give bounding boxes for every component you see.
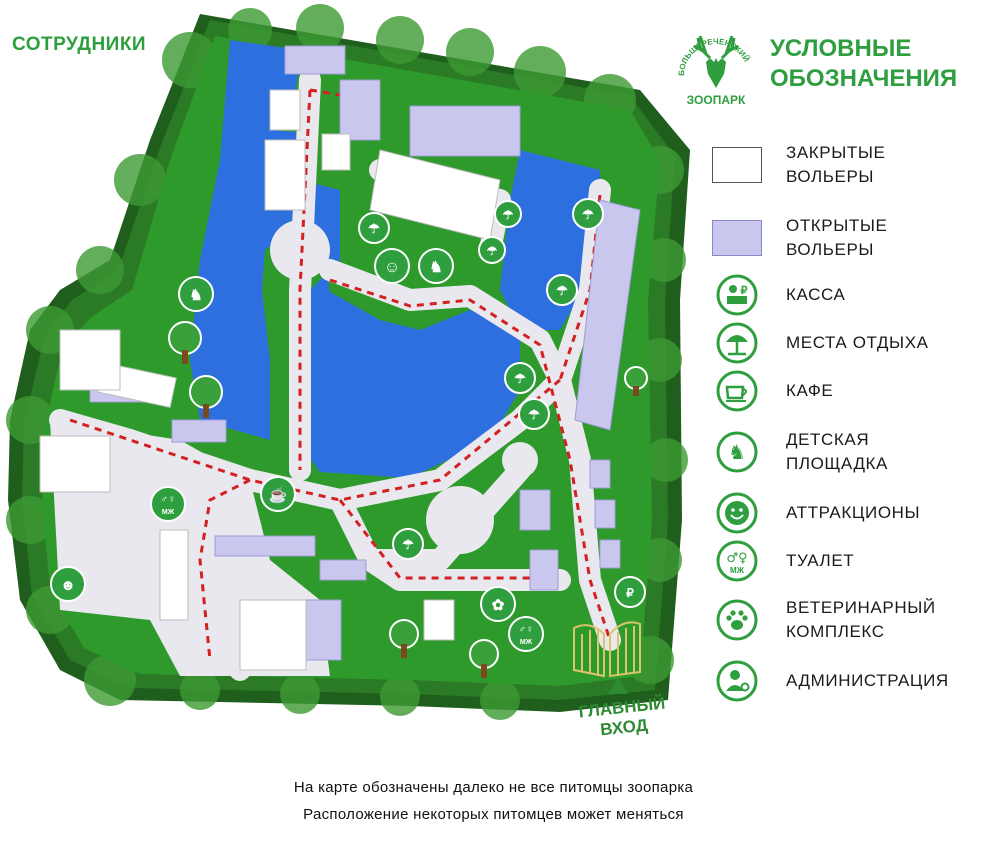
svg-text:☂: ☂ [528,407,540,422]
toilet-marker: ♂♀ МЖ [150,486,186,522]
legend-cashier: ₽ КАССА [712,274,982,316]
svg-text:☂: ☂ [503,208,514,222]
administration-marker: ☻ [50,566,86,602]
closed-enclosure-swatch [712,147,762,183]
legend-playground: ♞ ДЕТСКАЯ ПЛОЩАДКА [712,428,982,476]
svg-text:МЖ: МЖ [520,639,533,646]
deer-head-icon [693,35,739,88]
svg-text:₽: ₽ [626,586,634,600]
legend-closed-enclosures: ЗАКРЫТЫЕ ВОЛЬЕРЫ [712,141,982,189]
smiley-icon [716,492,758,534]
veterinary-marker: ✿ [480,586,516,622]
svg-text:☂: ☂ [402,537,414,552]
footer-note-2: Расположение некоторых питомцев может ме… [303,806,684,823]
svg-text:✿: ✿ [492,597,505,614]
open-enclosure-swatch [712,220,762,256]
rocking-horse-icon: ♞ [716,431,758,473]
svg-text:₽: ₽ [741,285,748,297]
legend-title: УСЛОВНЫЕ ОБОЗНАЧЕНИЯ [770,35,958,92]
legend-rest-areas: МЕСТА ОТДЫХА [712,322,982,364]
svg-text:☕: ☕ [269,485,288,504]
cafe-marker: ☕ [260,476,296,512]
svg-text:♞: ♞ [189,287,202,304]
svg-text:МЖ: МЖ [730,566,745,575]
svg-text:♂♀: ♂♀ [726,551,747,566]
logo-bottom-text: ЗООПАРК [687,93,746,107]
svg-text:♂♀: ♂♀ [519,624,534,635]
zoo-map: ♞ ♞ ☺ ☂ ☂ ☂ ☂ ☂ ☂ ☂ ☂ ☕ ♂♀ МЖ ♂♀ МЖ ✿ ☻ ₽ [6,4,690,720]
svg-text:☂: ☂ [582,207,594,222]
footer-note-1: На карте обозначены далеко не все питомц… [293,779,694,796]
rest-area-marker: ☂ [518,398,550,430]
svg-text:☻: ☻ [60,577,76,594]
svg-text:☂: ☂ [514,371,526,386]
svg-text:☂: ☂ [487,244,498,258]
entrance-arrow-icon [608,678,628,694]
trees [168,321,648,678]
closed-enclosures [39,89,501,671]
attractions-marker: ☺ [374,248,410,284]
playground-marker: ♞ [418,248,454,284]
coffee-cup-icon [716,370,758,412]
zoo-logo: БОЛЬШЕРЕЧЕНСКИЙ ЗООПАРК [677,35,751,107]
cashier-marker: ₽ [614,576,646,608]
poi-markers: ♞ ♞ ☺ ☂ ☂ ☂ ☂ ☂ ☂ ☂ ☂ ☕ ♂♀ МЖ ♂♀ МЖ ✿ ☻ ₽ [50,198,646,652]
legend-veterinary: ВЕТЕРИНАРНЫЙ КОМПЛЕКС [712,596,982,644]
cashier-icon: ₽ [716,274,758,316]
playground-marker: ♞ [178,276,214,312]
legend-open-enclosures: ОТКРЫТЫЕ ВОЛЬЕРЫ [712,214,982,262]
svg-text:♂♀: ♂♀ [161,494,176,505]
rest-area-marker: ☂ [494,200,522,228]
rest-area-marker: ☂ [504,362,536,394]
rest-area-marker: ☂ [572,198,604,230]
svg-text:☂: ☂ [556,283,568,298]
toilet-icon: ♂♀МЖ [716,540,758,582]
toilet-marker: ♂♀ МЖ [508,616,544,652]
legend-toilet: ♂♀МЖ ТУАЛЕТ [712,540,982,582]
umbrella-icon [716,322,758,364]
staff-label: СОТРУДНИКИ [12,34,147,55]
main-gate [573,621,641,678]
svg-text:☺: ☺ [384,259,400,276]
rest-area-marker: ☂ [478,236,506,264]
legend-attractions: АТТРАКЦИОНЫ [712,492,982,534]
legend-cafe: КАФЕ [712,370,982,412]
rest-area-marker: ☂ [358,212,390,244]
paw-icon [716,599,758,641]
legend-administration: АДМИНИСТРАЦИЯ [712,660,982,702]
rest-area-marker: ☂ [392,528,424,560]
open-enclosures [89,45,641,661]
svg-text:♞: ♞ [429,259,442,276]
rest-area-marker: ☂ [546,274,578,306]
svg-text:МЖ: МЖ [162,509,175,516]
svg-text:♞: ♞ [728,440,746,464]
admin-person-icon [716,660,758,702]
svg-text:☂: ☂ [368,221,380,236]
